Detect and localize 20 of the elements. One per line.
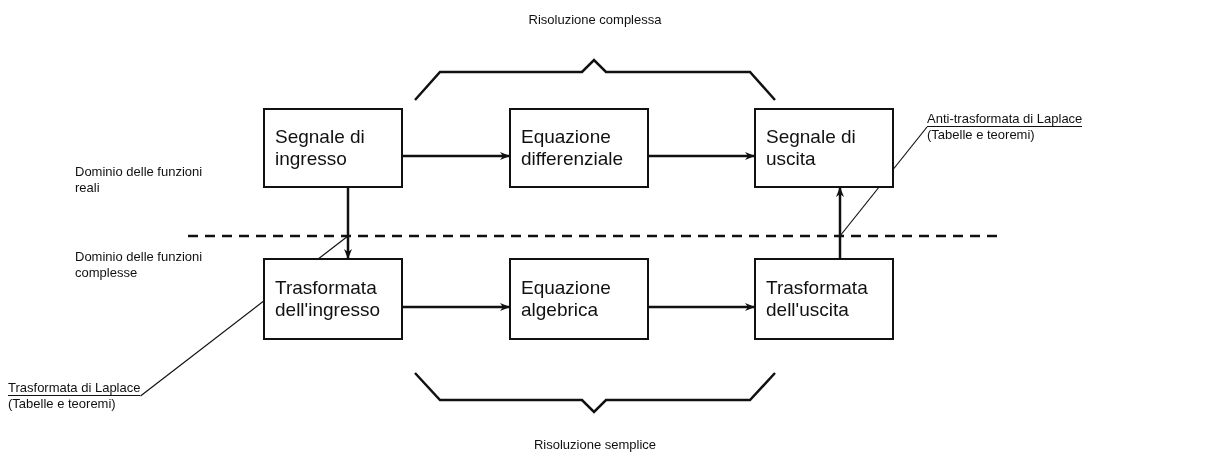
leader-note: (Tabelle e teoremi) (8, 396, 117, 411)
process-box: Equazione differenziale (509, 108, 649, 188)
arrow (403, 303, 510, 311)
arrow (344, 188, 352, 259)
arrow (403, 152, 510, 160)
leader-note: (Tabelle e teoremi) (927, 127, 1036, 142)
domain-label: Dominio delle funzioni complesse (75, 249, 204, 281)
process-box: Segnale di ingresso (263, 108, 403, 188)
process-box: Trasformata dell'uscita (754, 258, 894, 340)
arrow (649, 152, 755, 160)
leader-caption: Anti-trasformata di Laplace (927, 111, 1083, 127)
process-box: Trasformata dell'ingresso (263, 258, 403, 340)
domain-label: Dominio delle funzioni reali (75, 164, 204, 196)
bracket-label: Risoluzione complessa (527, 12, 663, 28)
process-box: Segnale di uscita (754, 108, 894, 188)
arrow (836, 187, 844, 258)
arrow (649, 303, 755, 311)
leader-caption: Trasformata di Laplace (8, 380, 141, 396)
bracket-label: Risoluzione semplice (532, 437, 658, 453)
process-box: Equazione algebrica (509, 258, 649, 340)
